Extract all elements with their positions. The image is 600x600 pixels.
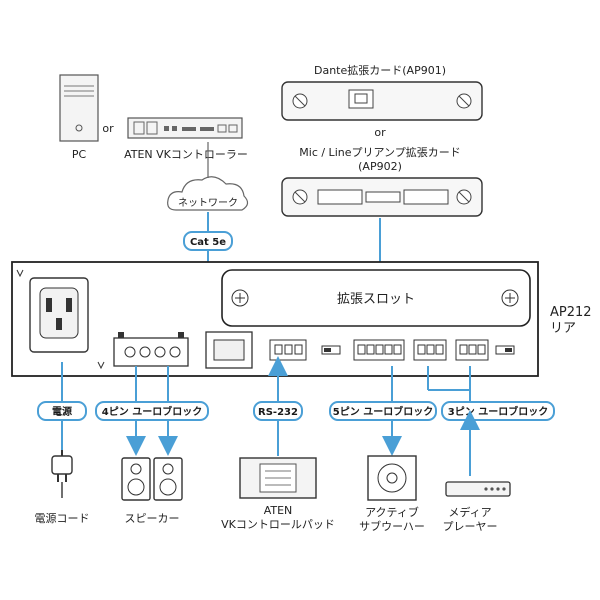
or-label-top: or: [102, 122, 114, 135]
dante-card-label: Dante拡張カード(AP901): [314, 63, 446, 77]
tag-4pin: [95, 401, 209, 421]
subwoofer-icon: [367, 455, 417, 501]
or-label-mid: or: [374, 126, 386, 139]
media-label-1: メディア: [448, 505, 491, 519]
pc-icon: [59, 74, 99, 142]
mic-card-icon: [281, 177, 483, 217]
tag-rs232-text: RS-232: [258, 407, 298, 418]
subwoofer-label-1: アクティブ: [365, 505, 419, 519]
speaker-icon-left: [121, 457, 151, 501]
slot-label: 拡張スロット: [337, 292, 415, 307]
speaker-icon-right: [153, 457, 183, 501]
pc-label: PC: [72, 148, 87, 161]
mic-card-label-1: Mic / Lineプリアンプ拡張カード: [299, 145, 460, 159]
vk-pad-icon: [239, 457, 317, 499]
mic-card-label-2: (AP902): [358, 160, 402, 173]
tag-power-text: 電源: [52, 405, 72, 418]
tag-5pin: [329, 401, 437, 421]
tag-4pin-text: 4ピン ユーロブロック: [102, 405, 202, 418]
tag-3pin-text: 3ピン ユーロブロック: [448, 405, 548, 418]
vk-controller-label: ATEN VKコントローラー: [124, 148, 248, 161]
ap212-label-1: AP212: [550, 305, 592, 320]
media-player-icon: [445, 481, 511, 497]
dante-card-icon: [281, 81, 483, 121]
ap212-label-2: リア: [550, 321, 576, 336]
tag-5pin-text: 5ピン ユーロブロック: [333, 405, 433, 418]
cloud-icon: [167, 176, 249, 211]
ap212-rear-panel: [11, 261, 539, 377]
vk-pad-label-2: VKコントロールパッド: [221, 518, 335, 531]
speakers-label: スピーカー: [125, 512, 180, 525]
media-label-2: プレーヤー: [443, 520, 498, 533]
subwoofer-label-2: サブウーハー: [359, 519, 425, 533]
tag-cat5e-text: Cat 5e: [190, 237, 226, 248]
network-label: ネットワーク: [178, 197, 238, 209]
power-cord-icon: [51, 450, 73, 498]
power-cord-label: 電源コード: [35, 511, 90, 525]
vk-pad-label-1: ATEN: [264, 504, 293, 517]
vk-controller-icon: [127, 117, 243, 139]
